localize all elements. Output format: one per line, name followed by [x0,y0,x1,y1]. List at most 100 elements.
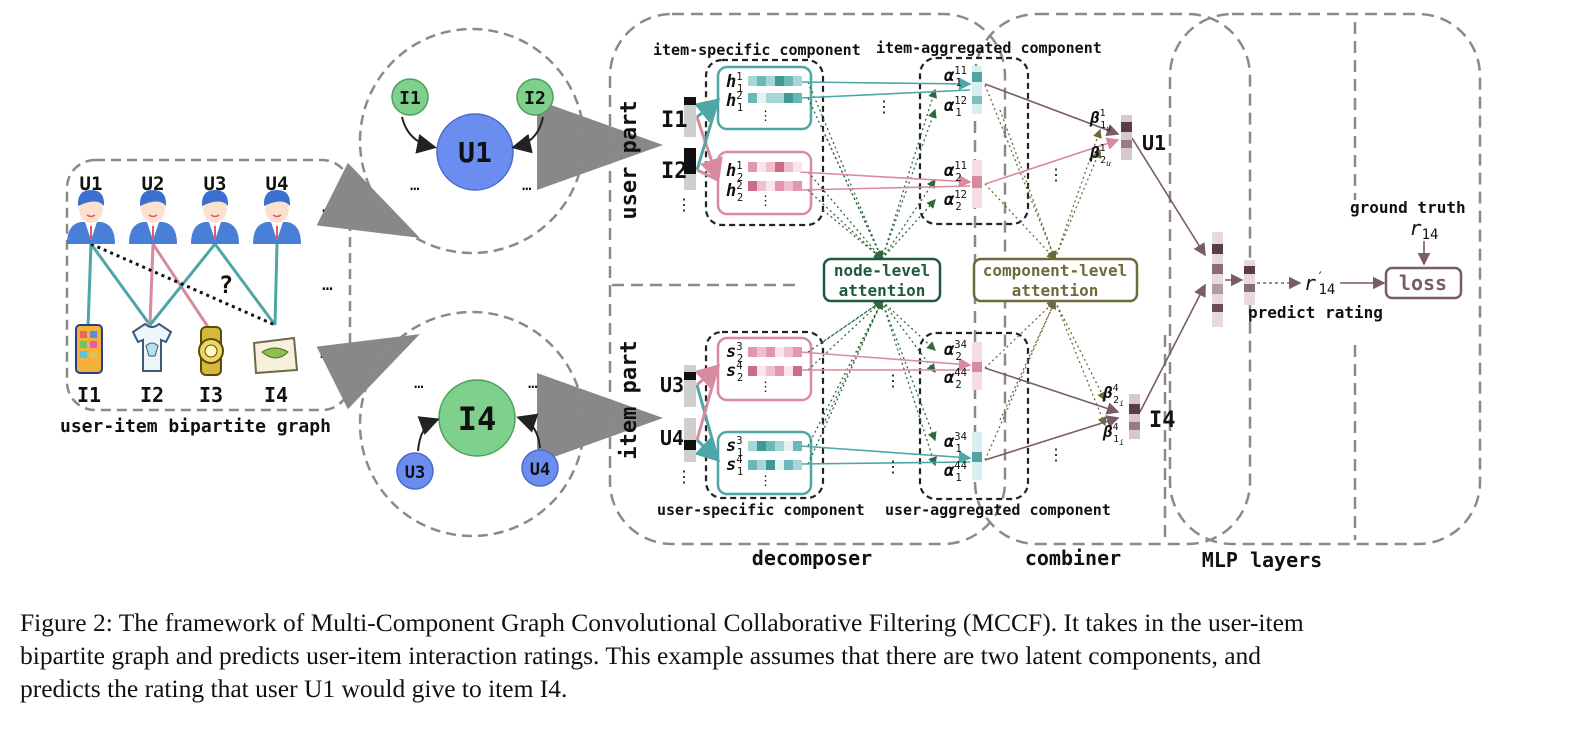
mlp-frame [1168,12,1482,546]
phone-icon [75,324,103,374]
user-avatar-icon [67,190,115,244]
more-users-ellipsis: … [322,196,333,217]
user-neighborhood-ellipsis-2: … [522,175,532,194]
user-aggregated-component-title: user-aggregated component [885,501,1111,519]
watch-icon [198,326,224,376]
user-part-input-label-2: I2 [661,159,688,184]
projection-links [694,77,1206,465]
component-attention-links [984,84,1107,461]
user-part-label: user part [617,100,642,219]
aggregated-vectors [972,66,982,480]
component-1-box-item [716,430,813,496]
final-vectors [1121,115,1140,439]
more-items-ellipsis: … [320,342,331,363]
component-2-box-user [716,150,813,216]
mlp-layers-label: MLP layers [1202,548,1322,572]
embedding-bar [748,76,802,86]
item-center-label: I4 [458,400,497,438]
unknown-rating-mark: ? [219,271,233,299]
node-level-attention-box [822,257,942,303]
final-item-label: I4 [1149,408,1176,433]
item-neighborhood-ellipsis-1: … [414,373,424,392]
item-neighborhood-ellipsis-2: … [528,373,538,392]
embedding-bars: ⋮⋮⋮⋮ [748,76,802,489]
item-neighbor-label-1: I1 [399,88,421,109]
decomposer-ellipses: ⋮⋮⋮ ⋮⋮ [876,97,1064,476]
svg-text:⋮: ⋮ [1048,165,1064,184]
decomposer-label: decomposer [752,546,872,570]
embedding-ellipsis: ⋮ [759,109,772,124]
combiner-label: combiner [1025,546,1121,570]
embedding-bar [748,93,802,103]
user-part-input-ellipsis: ⋮ [676,195,692,214]
snack-icon [252,336,299,375]
arrow-to-item-neighborhood [316,334,420,410]
bipartite-panel [65,158,352,412]
user-neighborhood-ellipsis-1: … [410,175,420,194]
ground-truth-symbol: r14 [1410,216,1439,243]
item-part-input-ellipsis: ⋮ [676,467,692,486]
embedding-bar [748,347,802,357]
item-neighbor-node-2 [516,78,554,116]
embedding-bar [748,441,802,451]
item-label: I4 [264,383,288,407]
loss-label: loss [1399,271,1447,295]
node-level-attention-label-1: node-level [834,261,930,280]
more-middle-ellipsis: … [322,274,333,295]
user-neighbor-label-2: U4 [530,460,550,480]
item-neighbor-label-2: I2 [524,88,546,109]
component-level-attention-label-2: attention [1012,281,1099,300]
embedding-bar [748,181,802,191]
user-label: U4 [266,173,289,195]
component-level-attention-box [972,257,1139,303]
item-label: I3 [199,383,223,407]
embedding-bar [748,460,802,470]
user-neighbor-node-2 [521,449,559,487]
embedding-bar [748,162,802,172]
item-specific-component-title: item-specific component [653,41,861,59]
tshirt-icon [131,322,173,372]
svg-text:⋮: ⋮ [885,371,901,390]
user-neighbor-node-1 [396,452,434,490]
user-neighbor-label-1: U3 [405,463,425,483]
user-avatar-icon [129,190,177,244]
node-attention-links [807,81,938,467]
embedding-ellipsis: ⋮ [759,474,772,489]
embedding-bar [748,366,802,376]
mlp-layer-1 [1212,232,1223,327]
loss-box [1384,266,1463,300]
ground-truth-label: ground truth [1350,198,1466,217]
item-neighbor-node-1 [391,78,429,116]
component-level-attention-label-1: component-level [983,261,1128,280]
predict-rating-label: predict rating [1248,303,1383,322]
caption-line-1: Figure 2: The framework of Multi-Compone… [20,608,1304,637]
svg-text:⋮: ⋮ [885,457,901,476]
final-user-label: U1 [1142,131,1166,155]
user-avatar-icon [191,190,239,244]
item-part-input-label-1: U3 [660,373,684,397]
user-label: U1 [80,173,103,195]
bipartite-edges [86,242,279,331]
item-part-input-label-2: U4 [660,426,684,450]
embedding-ellipsis: ⋮ [759,194,772,209]
caption-line-2: bipartite graph and predicts user-item i… [20,641,1262,670]
